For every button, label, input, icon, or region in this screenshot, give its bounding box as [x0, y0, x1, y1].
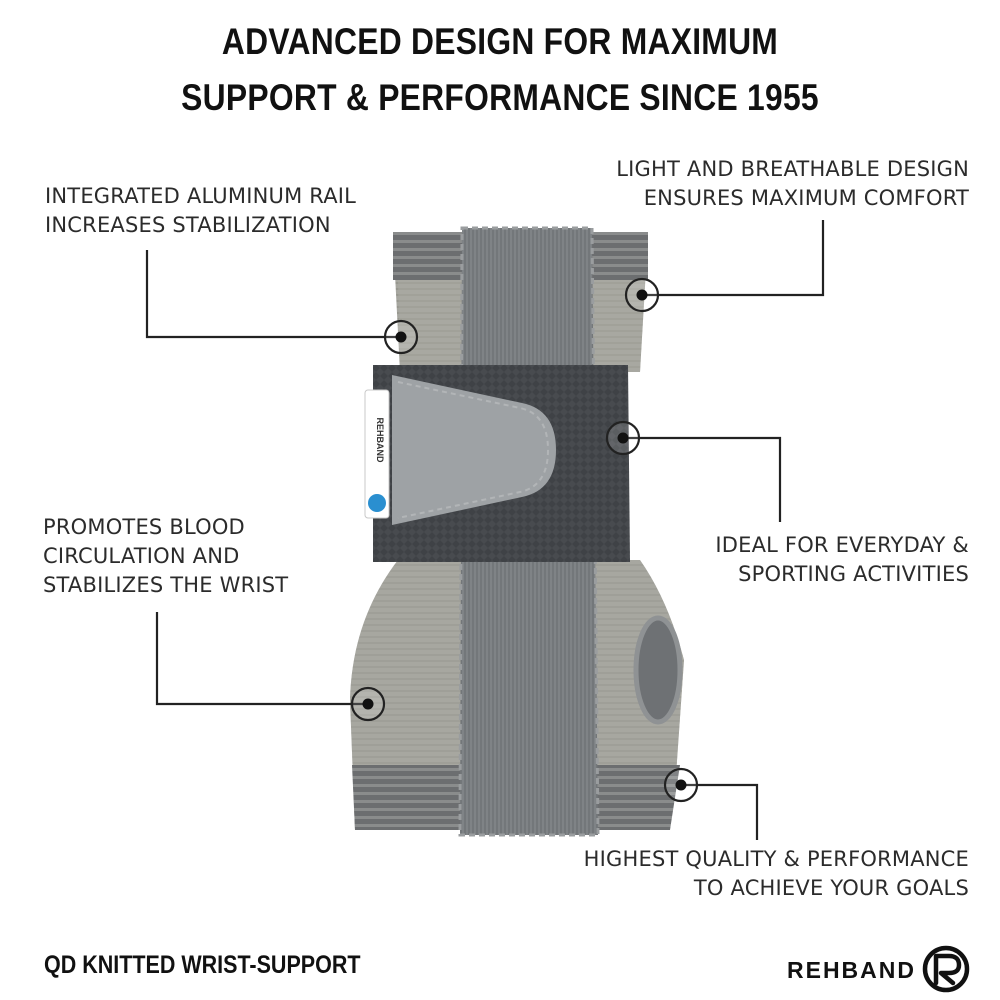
leader-circulation [155, 612, 368, 706]
target-markers [350, 277, 699, 803]
callout-quality-line-2: TO ACHIEVE YOUR GOALS [693, 876, 969, 900]
callout-circulation-line-3: STABILIZES THE WRIST [43, 573, 289, 597]
svg-text:REHBAND: REHBAND [375, 418, 385, 464]
target-dot-icon [350, 686, 386, 722]
strap-brand-label [364, 389, 390, 519]
leader-everyday [624, 436, 782, 522]
rehband-r-logo-icon [922, 945, 970, 993]
target-dot-icon [663, 767, 699, 803]
leader-breathable [643, 220, 825, 297]
strap-tab [392, 375, 556, 525]
callout-breathable: LIGHT AND BREATHABLE DESIGN ENSURES MAXI… [616, 155, 969, 213]
callout-circulation-line-2: CIRCULATION AND [43, 544, 240, 568]
callout-quality: HIGHEST QUALITY & PERFORMANCE TO ACHIEVE… [584, 845, 969, 903]
callout-quality-line-1: HIGHEST QUALITY & PERFORMANCE [583, 847, 969, 871]
product-name: QD KNITTED WRIST-SUPPORT [44, 951, 361, 979]
velcro-strap: REHBAND [364, 365, 630, 562]
title-line-1: ADVANCED DESIGN FOR MAXIMUM [221, 21, 779, 62]
callout-aluminum-rail-line-2: INCREASES STABILIZATION [45, 213, 331, 237]
target-dot-icon [605, 420, 641, 456]
callout-everyday: IDEAL FOR EVERYDAY & SPORTING ACTIVITIES [715, 531, 969, 589]
target-dot-icon [624, 277, 660, 313]
callout-circulation: PROMOTES BLOOD CIRCULATION AND STABILIZE… [43, 513, 288, 600]
title-line-2: SUPPORT & PERFORMANCE SINCE 1955 [181, 77, 819, 118]
thumb-hole [633, 615, 683, 725]
leader-quality [680, 783, 759, 840]
callout-breathable-line-1: LIGHT AND BREATHABLE DESIGN [616, 157, 969, 181]
callout-aluminum-rail: INTEGRATED ALUMINUM RAIL INCREASES STABI… [45, 182, 356, 240]
target-dot-icon [383, 319, 419, 355]
leader-lines [145, 220, 825, 840]
leader-aluminum-rail [145, 250, 400, 339]
callout-everyday-line-2: SPORTING ACTIVITIES [738, 562, 969, 586]
page-title: ADVANCED DESIGN FOR MAXIMUM SUPPORT & PE… [70, 14, 930, 126]
callout-breathable-line-2: ENSURES MAXIMUM COMFORT [643, 186, 969, 210]
label-logo-icon [368, 494, 386, 512]
brand-wordmark: REHBAND [787, 957, 916, 983]
callout-everyday-line-1: IDEAL FOR EVERYDAY & [715, 533, 969, 557]
callout-aluminum-rail-line-1: INTEGRATED ALUMINUM RAIL [45, 184, 357, 208]
callout-circulation-line-1: PROMOTES BLOOD [43, 515, 245, 539]
